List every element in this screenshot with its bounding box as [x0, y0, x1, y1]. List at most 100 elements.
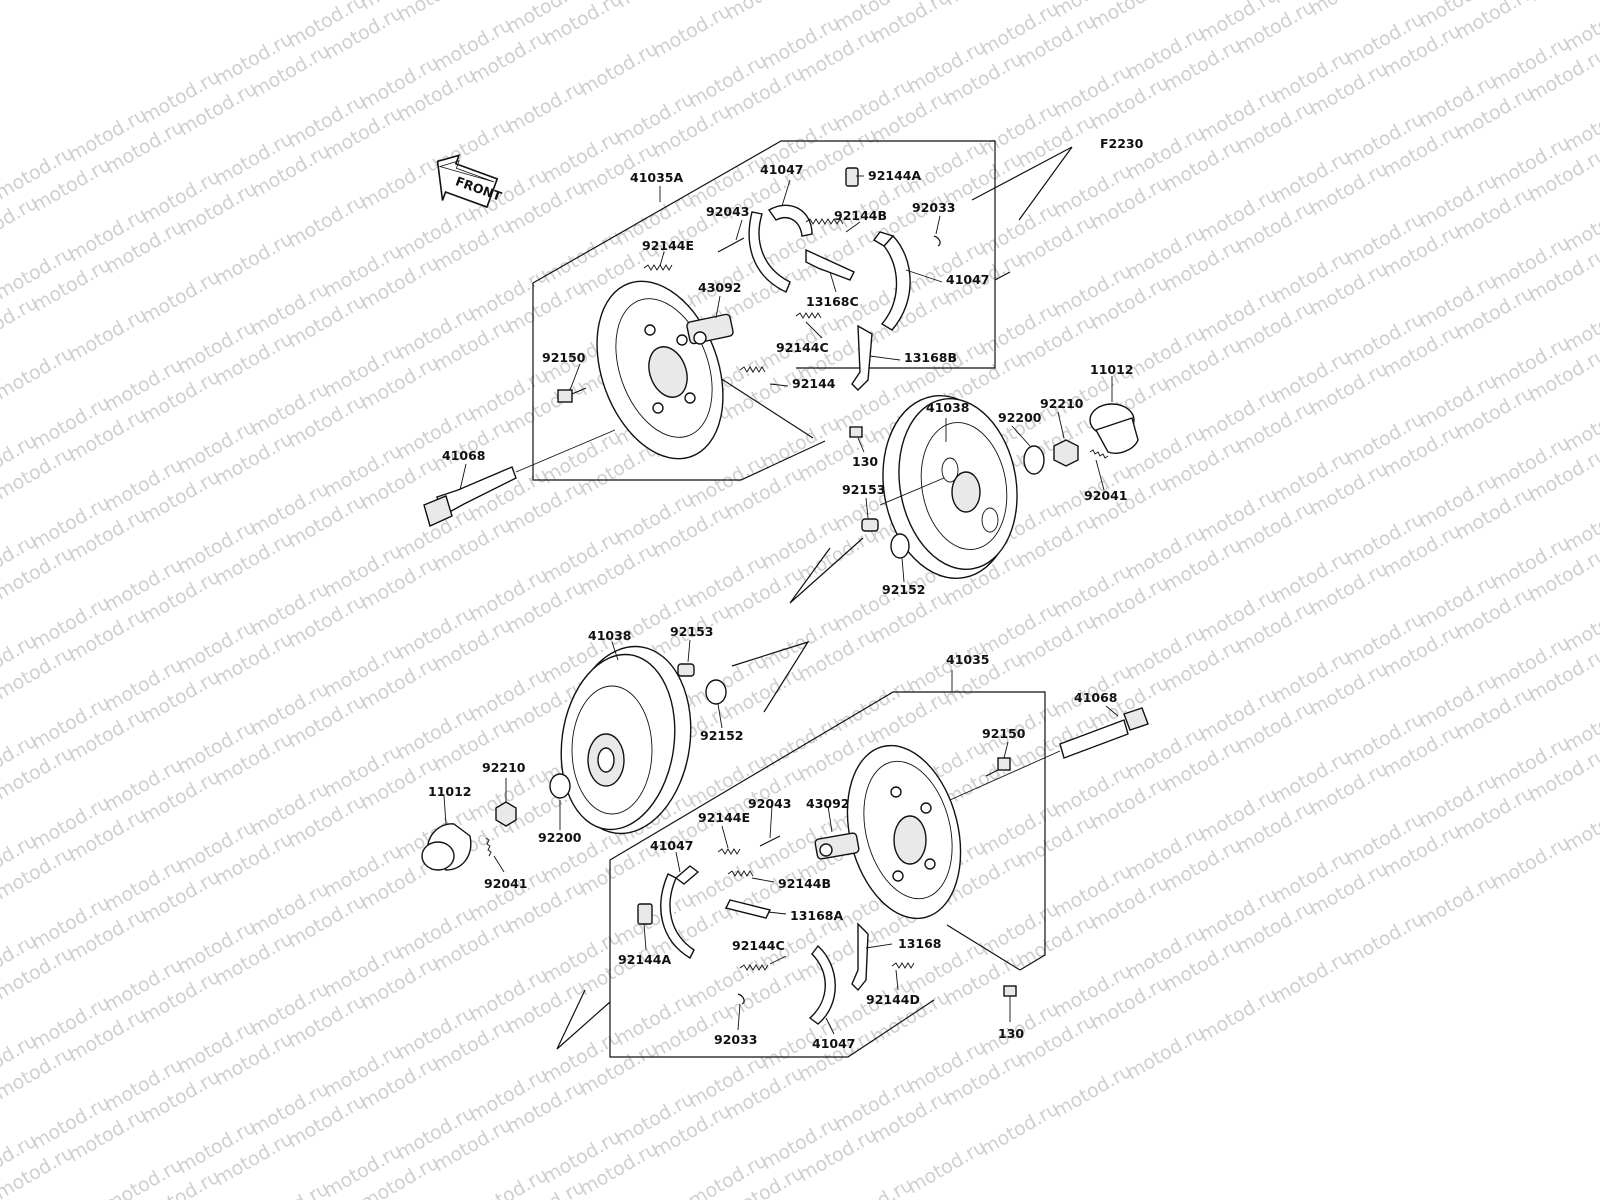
label-41035: 41035	[946, 652, 990, 667]
watermark-text: motod.ru	[941, 0, 1027, 10]
brake-shoe-lower-2	[808, 944, 836, 1025]
label-41068-lower: 41068	[1074, 690, 1118, 705]
label-92144a-upper: 92144A	[868, 168, 921, 183]
lower-frame-diagonal	[946, 924, 1021, 971]
pin-92043-upper	[717, 237, 745, 253]
stud-92153-upper	[861, 518, 879, 532]
diagram-code: F2230	[1100, 136, 1144, 151]
lever-13168c-upper	[805, 248, 855, 281]
label-41038-upper: 41038	[926, 400, 970, 415]
label-130-upper: 130	[852, 454, 878, 469]
leader-lines	[443, 175, 1119, 1035]
watermark-text: motod.ru	[138, 266, 224, 329]
watermark-text: motod.ru	[1342, 908, 1428, 971]
label-11012-upper: 11012	[1090, 362, 1134, 377]
lever-13168b-upper	[851, 324, 873, 391]
watermark-text: motod.ru	[1087, 0, 1173, 34]
label-13168: 13168	[898, 936, 942, 951]
spring-92144b-upper	[805, 218, 844, 225]
nut-92210-lower	[495, 801, 517, 827]
brake-drum-upper	[879, 395, 1018, 579]
label-41038-lower: 41038	[588, 628, 632, 643]
label-92041-lower: 92041	[484, 876, 528, 891]
label-92153-lower: 92153	[670, 624, 714, 639]
watermark-text: motod.ru	[1525, 0, 1600, 6]
nut-92210-upper	[1053, 439, 1079, 467]
backing-plate-lower	[846, 744, 962, 920]
upper-frame-bottom	[532, 283, 826, 481]
label-92144e-upper: 92144E	[642, 238, 694, 253]
bolt-92150-upper	[557, 387, 587, 403]
watermark-text: motod.ru	[247, 1178, 333, 1200]
watermark-text: motod.ru	[1561, 794, 1600, 857]
watermark-text: motod.ru	[1488, 832, 1574, 895]
upper-frame-lower-chevron	[789, 537, 864, 604]
seal-92152-lower	[705, 679, 727, 705]
label-41068-upper: 41068	[442, 448, 486, 463]
label-92144b-upper: 92144B	[834, 208, 887, 223]
label-92144a-lower: 92144A	[618, 952, 671, 967]
spring-92144c-upper	[795, 312, 822, 319]
watermark-text: motod.ru	[1050, 1060, 1136, 1123]
label-41047-right: 41047	[946, 272, 990, 287]
lower-frame	[609, 691, 1046, 971]
watermark-text: motod.ru	[1196, 984, 1282, 1047]
axle-upper	[423, 429, 616, 527]
screw-130-lower	[1003, 985, 1017, 997]
upper-frame	[532, 140, 996, 369]
watermark-text: motod.ru	[831, 1174, 917, 1200]
wheel-cylinder-upper	[686, 313, 734, 345]
upper-frame-tick	[994, 271, 1011, 281]
washer-92200-lower	[549, 773, 571, 799]
label-92144-upper: 92144	[792, 376, 836, 391]
label-92210-lower: 92210	[482, 760, 526, 775]
cotter-92041-upper	[1089, 449, 1109, 459]
pin-92043-lower	[759, 835, 781, 847]
label-13168a: 13168A	[790, 908, 843, 923]
clip-92033-upper	[933, 235, 941, 247]
watermark-text: motod.ru	[904, 1136, 990, 1199]
label-13168b: 13168B	[904, 350, 957, 365]
brake-shoe-upper-2	[872, 231, 911, 331]
watermark-text: motod.ru	[576, 38, 662, 101]
spring-92144e-upper	[643, 264, 673, 271]
label-43092-lower: 43092	[806, 796, 850, 811]
upper-frame-diagonal	[716, 375, 814, 439]
spring-92144c-lower	[739, 964, 769, 971]
watermark-text: motod.ru	[1415, 870, 1501, 933]
wheel-cylinder-lower	[814, 832, 860, 860]
brake-shoe-upper-1	[748, 204, 813, 293]
lower-frame-chevron	[556, 989, 611, 1050]
label-41047-top: 41047	[760, 162, 804, 177]
axle-lower	[949, 707, 1149, 801]
watermark-text: motod.ru	[503, 76, 589, 139]
front-arrow-icon: FRONT	[436, 154, 504, 209]
label-92200-upper: 92200	[998, 410, 1042, 425]
spring-92144-upper	[739, 366, 766, 373]
label-92144d-lower: 92144D	[866, 992, 920, 1007]
label-41035a: 41035A	[630, 170, 683, 185]
pin-spring-92144a-lower	[637, 903, 653, 925]
label-92041-upper: 92041	[1084, 488, 1128, 503]
cap-11012-lower	[421, 823, 472, 871]
seal-92152-upper	[890, 533, 910, 559]
watermark-text: motod.ru	[613, 0, 699, 12]
lower-upper-chevron	[731, 640, 810, 713]
labels-upper: 41035A 41047 92144A 92043 92144B 92033 9…	[442, 162, 1134, 597]
watermark-text: motod.ru	[1306, 0, 1392, 20]
spring-92144d-lower	[891, 962, 915, 969]
pin-spring-92144a-upper	[845, 167, 859, 187]
label-92043-lower: 92043	[748, 796, 792, 811]
label-43092-upper: 43092	[698, 280, 742, 295]
watermark-text: motod.ru	[211, 228, 297, 291]
watermark-text: motod.ru	[284, 190, 370, 253]
spring-92144b-lower	[727, 870, 754, 877]
brake-shoe-lower-1	[660, 865, 700, 959]
label-92152-lower: 92152	[700, 728, 744, 743]
label-92043-upper: 92043	[706, 204, 750, 219]
upper-frame-chevron	[971, 146, 1073, 221]
label-92153-upper: 92153	[842, 482, 886, 497]
cap-11012-upper	[1089, 403, 1139, 454]
